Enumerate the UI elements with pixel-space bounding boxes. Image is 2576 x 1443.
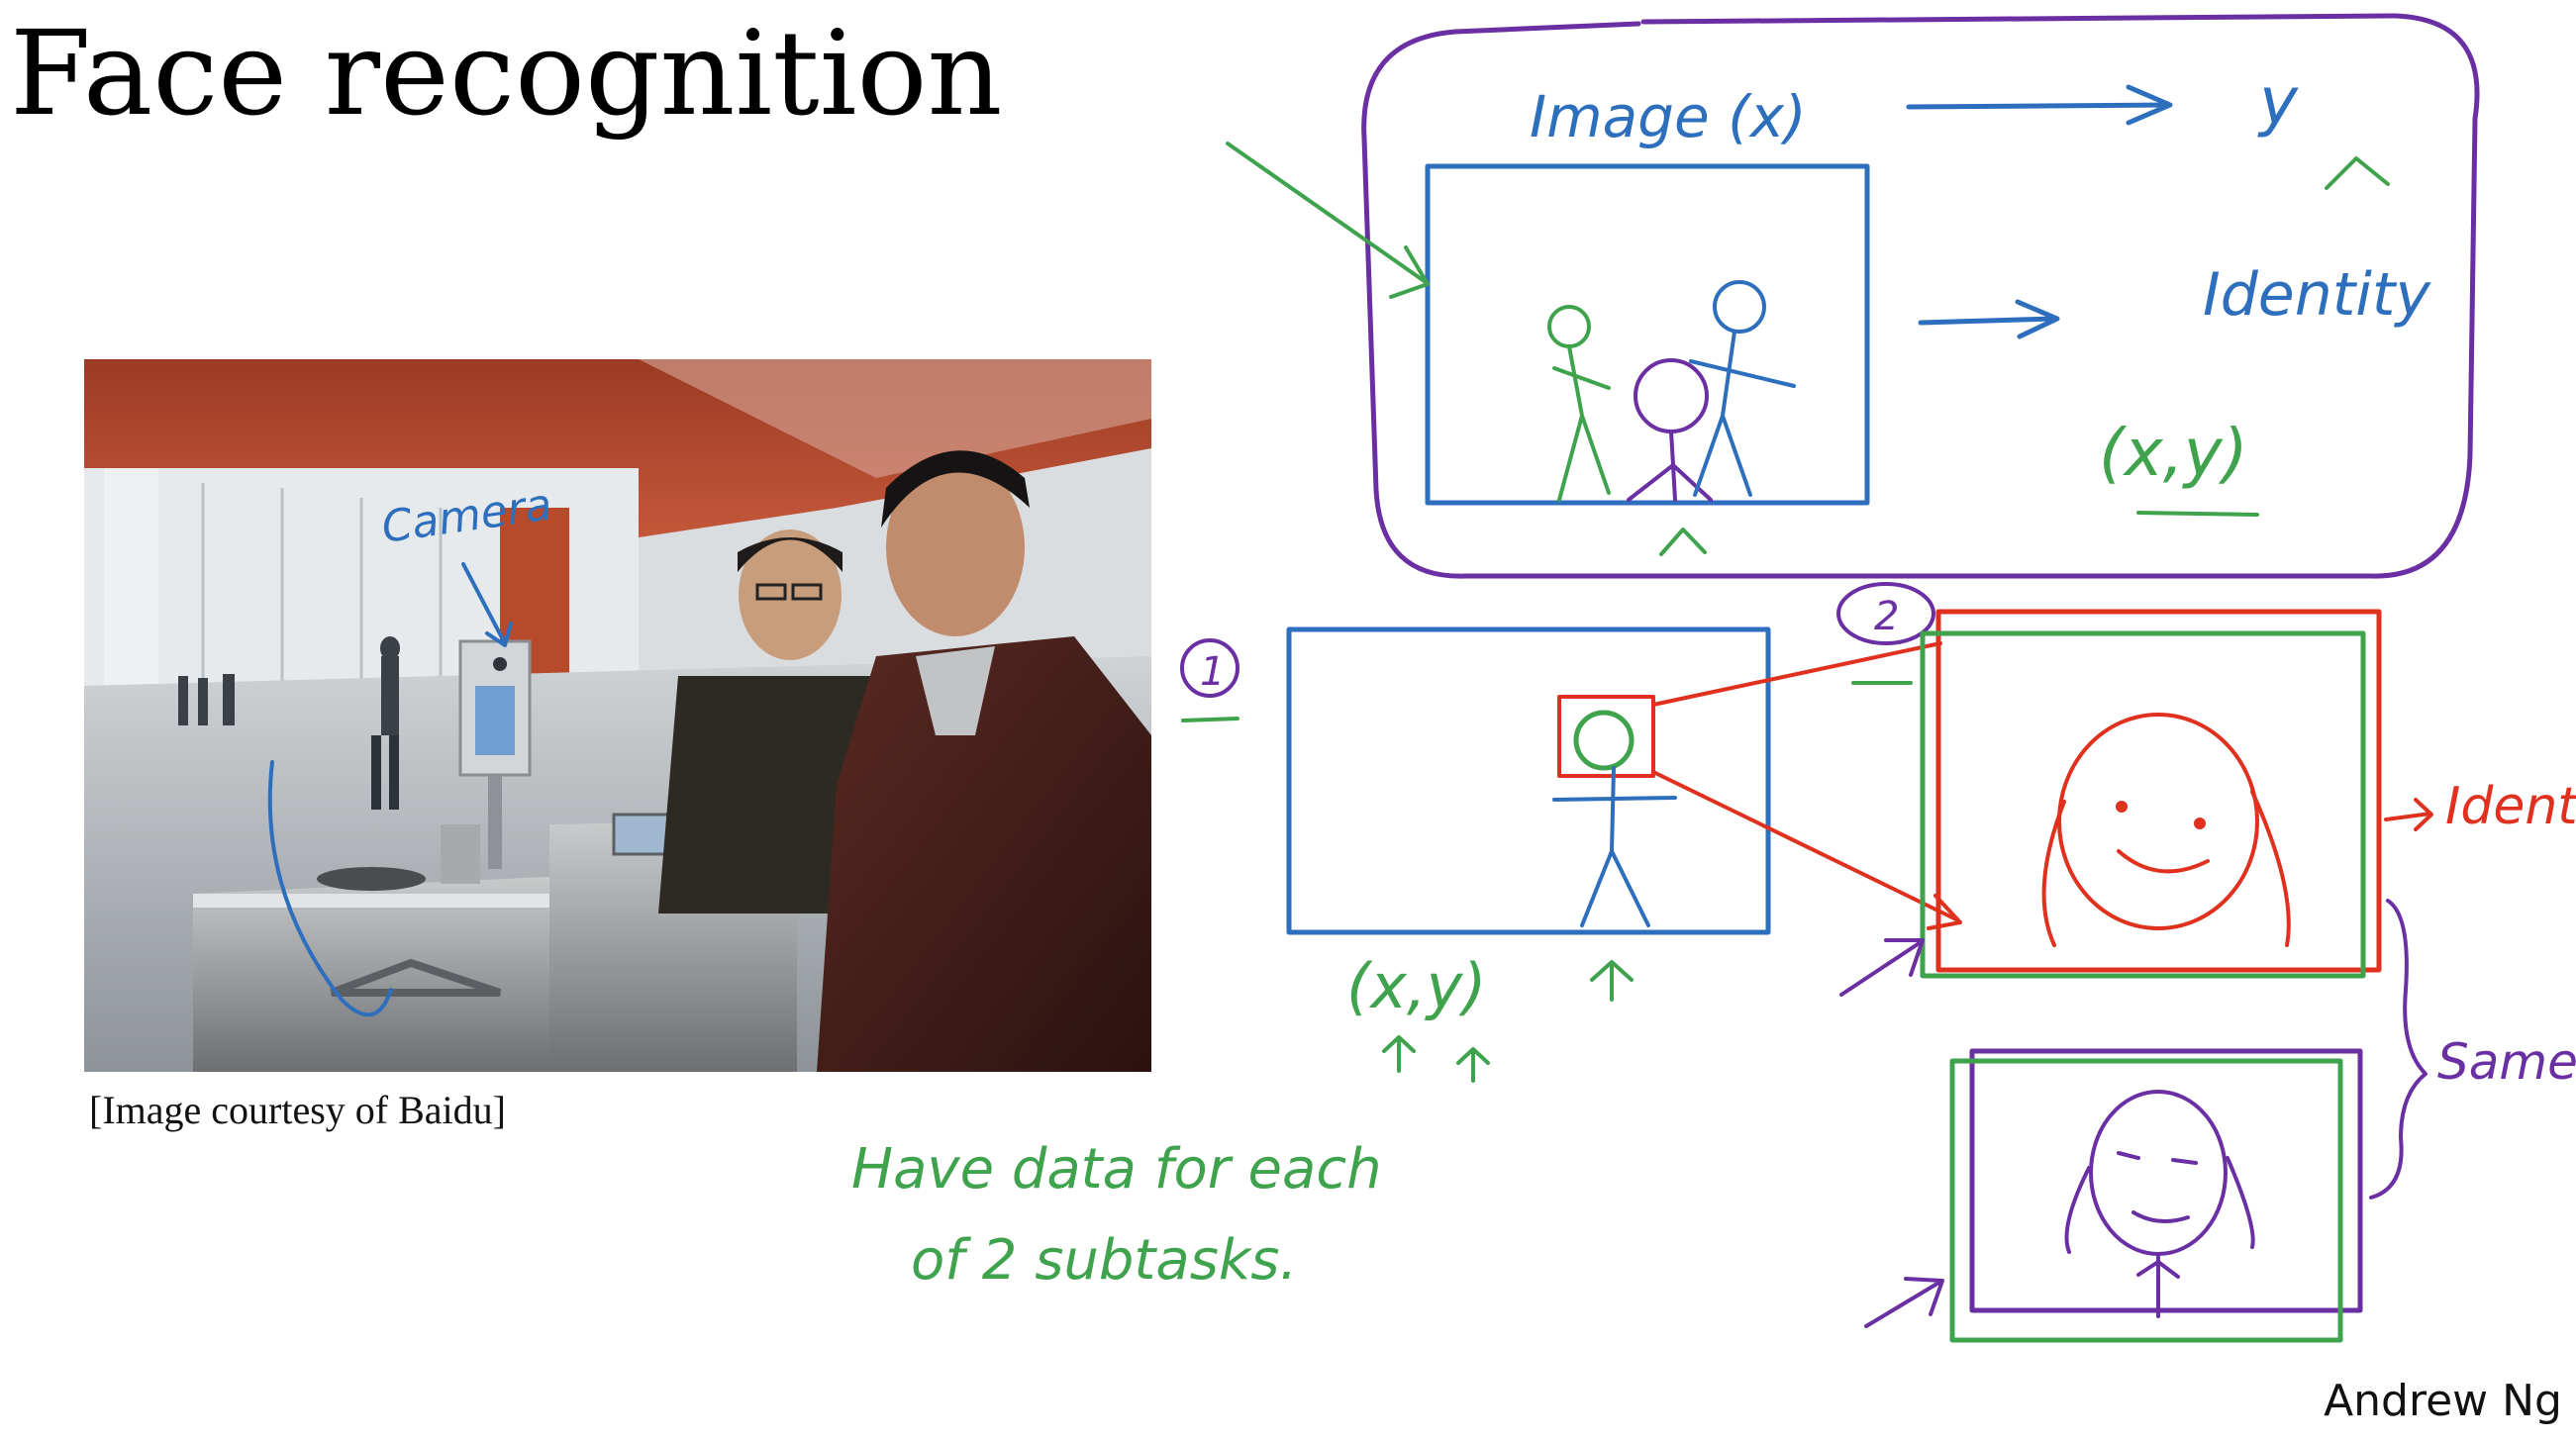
note-line-1: Have data for each bbox=[851, 1137, 1382, 1202]
xy-top-label: (x,y) bbox=[2099, 415, 2248, 491]
detection-frame bbox=[1286, 626, 1771, 935]
frame-to-identity-arrow bbox=[1918, 316, 2057, 326]
turnstile-arrow bbox=[267, 760, 393, 1017]
turnstile-photo bbox=[84, 359, 1151, 1072]
camera-arrow bbox=[461, 562, 507, 645]
step-1-label: 1 bbox=[1200, 649, 1225, 695]
pointer-arrow bbox=[1226, 142, 1428, 284]
camera-label: Camera bbox=[378, 479, 554, 553]
author-credit: Andrew Ng bbox=[2324, 1376, 2562, 1426]
pointer-arrow-head bbox=[1389, 245, 1430, 299]
image-x-label: Image (x) bbox=[1530, 83, 1807, 150]
reference-frame-purple bbox=[1969, 1048, 2363, 1313]
reference-frame-green bbox=[1949, 1058, 2343, 1343]
identity-top-label: Identity bbox=[2203, 260, 2431, 330]
y-caret bbox=[2325, 156, 2390, 190]
camera-arrow-head bbox=[485, 622, 513, 647]
task-box-outline bbox=[1361, 13, 2480, 579]
face-box bbox=[1557, 695, 1655, 778]
image-to-y-arrow bbox=[1906, 102, 2171, 110]
y-label: y bbox=[2257, 63, 2299, 140]
face-crop-frame-green bbox=[1920, 630, 2366, 979]
group-image-frame bbox=[1425, 163, 1870, 506]
image-caption: [Image courtesy of Baidu] bbox=[89, 1088, 506, 1132]
same-person-bracket bbox=[2369, 899, 2427, 1200]
same-person-label: Same person? bbox=[2437, 1033, 2576, 1091]
image-to-y-arrow-head bbox=[2126, 84, 2173, 126]
xy-bottom-label: (x,y) bbox=[1346, 950, 1486, 1022]
note-line-2: of 2 subtasks. bbox=[911, 1228, 1297, 1293]
step-2-label: 2 bbox=[1874, 594, 1899, 639]
slide-title: Face recognition bbox=[10, 5, 1003, 142]
identity-right-label: Identity bbox=[2445, 777, 2576, 836]
face-crop-frame-red bbox=[1935, 609, 2382, 973]
